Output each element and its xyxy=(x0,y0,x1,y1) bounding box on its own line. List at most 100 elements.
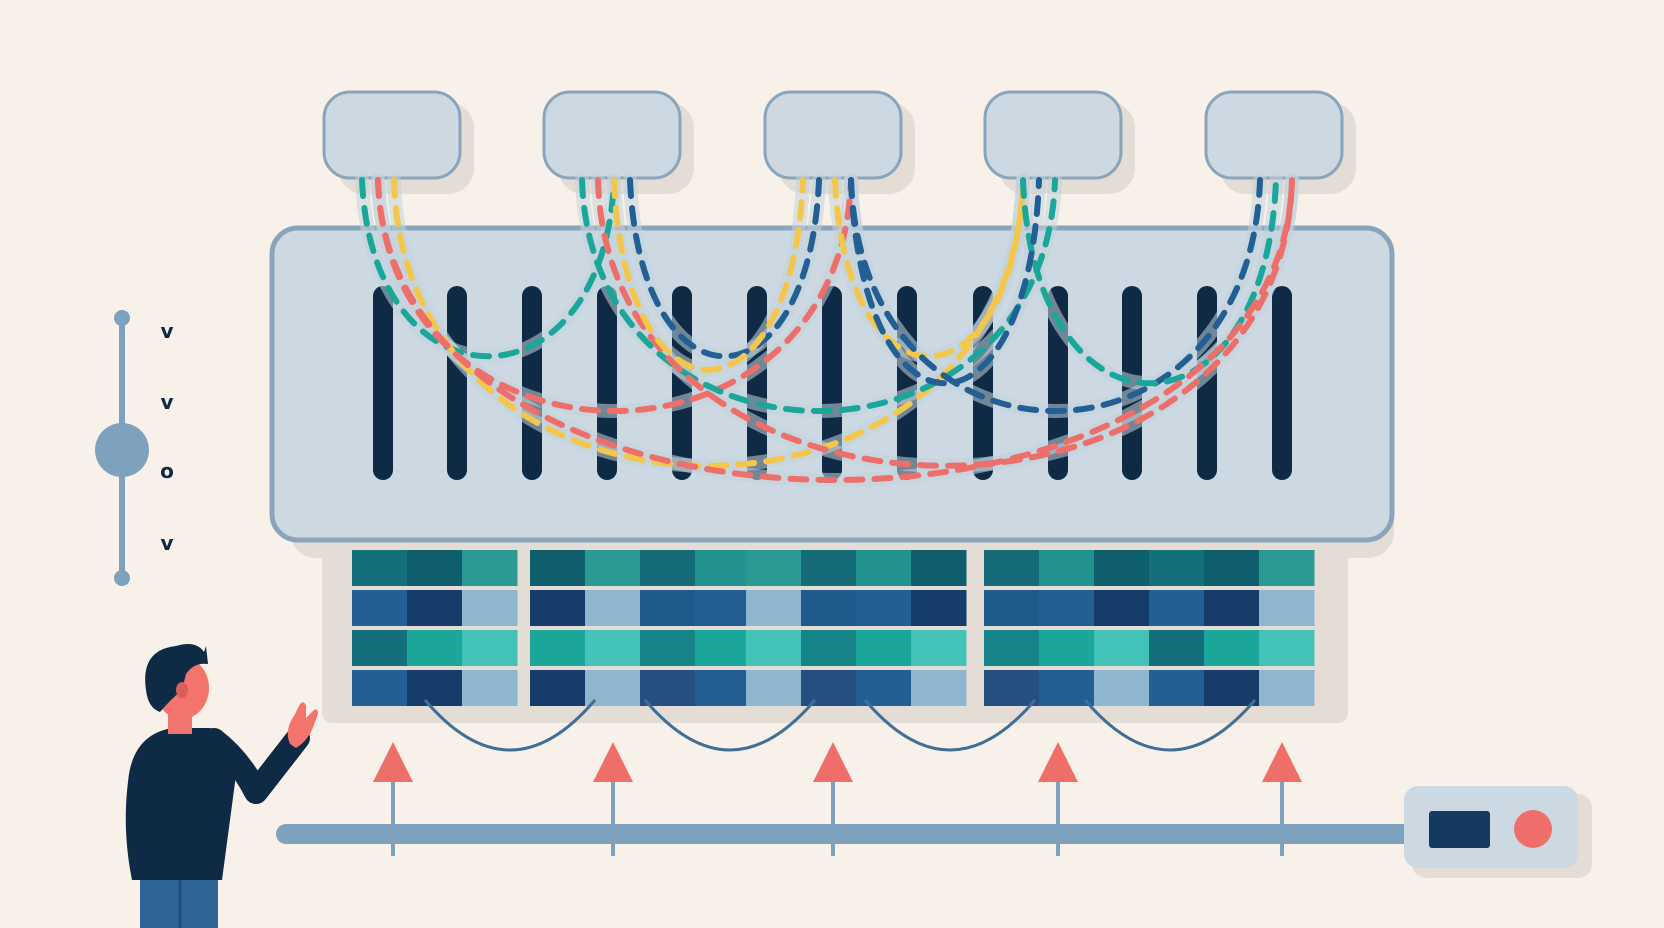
grid-cell xyxy=(530,670,586,706)
slider-handle[interactable] xyxy=(95,423,149,477)
grid-cell xyxy=(801,670,857,706)
grid-cell xyxy=(1149,630,1205,666)
grid-cell xyxy=(407,550,463,586)
grid-cell xyxy=(640,590,696,626)
grid-cell xyxy=(1094,590,1150,626)
dashed-curve xyxy=(579,177,1058,414)
grid-cell xyxy=(856,590,912,626)
dashed-curve xyxy=(1020,177,1279,387)
grid-cell xyxy=(1094,550,1150,586)
grid-cell xyxy=(911,630,967,666)
grid-block xyxy=(530,550,751,706)
person-arm xyxy=(202,726,310,804)
grid-cell xyxy=(407,590,463,626)
grid-block xyxy=(352,550,518,706)
grid-cell xyxy=(462,590,518,626)
link-arc xyxy=(863,699,1037,752)
grid-cell xyxy=(746,670,802,706)
grid-cell xyxy=(695,630,751,666)
vertical-slider[interactable] xyxy=(95,310,149,586)
grid-cell xyxy=(856,550,912,586)
control-box-screen xyxy=(1429,811,1490,848)
grid-cell xyxy=(352,550,408,586)
grid-cell xyxy=(984,630,1040,666)
grid-cell xyxy=(462,670,518,706)
grid-cell xyxy=(1259,670,1315,706)
grid-cell xyxy=(911,550,967,586)
grid-cell xyxy=(746,630,802,666)
grid-cell xyxy=(801,630,857,666)
grid-cell xyxy=(746,590,802,626)
grid-cell xyxy=(640,630,696,666)
grid-cell xyxy=(640,670,696,706)
grid-cell xyxy=(856,630,912,666)
grid-cell xyxy=(462,550,518,586)
up-arrow-icon xyxy=(813,742,853,856)
grid-cell xyxy=(585,630,641,666)
up-arrow-icon xyxy=(1038,742,1078,856)
rounded-node-icon xyxy=(542,90,694,194)
grid-cell xyxy=(1149,550,1205,586)
rounded-node-icon xyxy=(322,90,474,194)
link-arc xyxy=(643,699,817,752)
grid-cell xyxy=(801,590,857,626)
dashed-curve xyxy=(375,177,1295,483)
grid-cell xyxy=(984,550,1040,586)
grid-cell xyxy=(585,590,641,626)
link-arc xyxy=(423,699,597,752)
grid-cell xyxy=(640,550,696,586)
person-icon xyxy=(125,644,318,928)
grid-cell xyxy=(1149,590,1205,626)
grid-block xyxy=(746,550,967,706)
dashed-curve xyxy=(848,177,1042,386)
colored-grid xyxy=(352,550,1315,706)
connection-curves xyxy=(355,173,1299,487)
grid-cell xyxy=(1039,630,1095,666)
grid-cell xyxy=(1259,550,1315,586)
grid-cell xyxy=(352,590,408,626)
top-node-row xyxy=(322,90,1356,194)
grid-cell xyxy=(695,590,751,626)
grid-cell xyxy=(407,630,463,666)
dashed-curve xyxy=(595,177,1295,469)
grid-cell xyxy=(695,550,751,586)
grid-cell xyxy=(352,630,408,666)
grid-cell xyxy=(585,550,641,586)
grid-cell xyxy=(1039,590,1095,626)
grid-cell xyxy=(530,630,586,666)
grid-cell xyxy=(530,590,586,626)
grid-cell xyxy=(462,630,518,666)
grid-cell xyxy=(1094,670,1150,706)
grid-cell xyxy=(801,550,857,586)
up-arrow-icon xyxy=(1262,742,1302,856)
control-box-icon[interactable] xyxy=(1404,786,1592,878)
dashed-curve xyxy=(832,177,1026,360)
rounded-node-icon xyxy=(763,90,915,194)
grid-cell xyxy=(1259,590,1315,626)
grid-cell xyxy=(407,670,463,706)
person-hand xyxy=(287,702,318,748)
grid-cell xyxy=(1094,630,1150,666)
control-box-button[interactable] xyxy=(1514,810,1552,848)
grid-cell xyxy=(530,550,586,586)
link-arcs xyxy=(423,699,1257,752)
grid-cell xyxy=(352,670,408,706)
slider-mark: v xyxy=(160,531,173,555)
grid-cell xyxy=(1039,550,1095,586)
grid-cell xyxy=(1204,670,1260,706)
grid-cell xyxy=(911,670,967,706)
person-torso xyxy=(125,728,238,880)
link-arc xyxy=(1083,699,1257,752)
grid-cell xyxy=(1204,550,1260,586)
dashed-curve xyxy=(848,177,1263,414)
slider-mark: o xyxy=(160,459,174,483)
dashed-curve xyxy=(611,177,806,373)
slider-marks: v v o v xyxy=(160,319,174,555)
grid-cell xyxy=(984,590,1040,626)
grid-cell xyxy=(911,590,967,626)
grid-cell xyxy=(746,550,802,586)
person-hair xyxy=(145,644,208,712)
grid-cell xyxy=(984,670,1040,706)
grid-cell xyxy=(1259,630,1315,666)
